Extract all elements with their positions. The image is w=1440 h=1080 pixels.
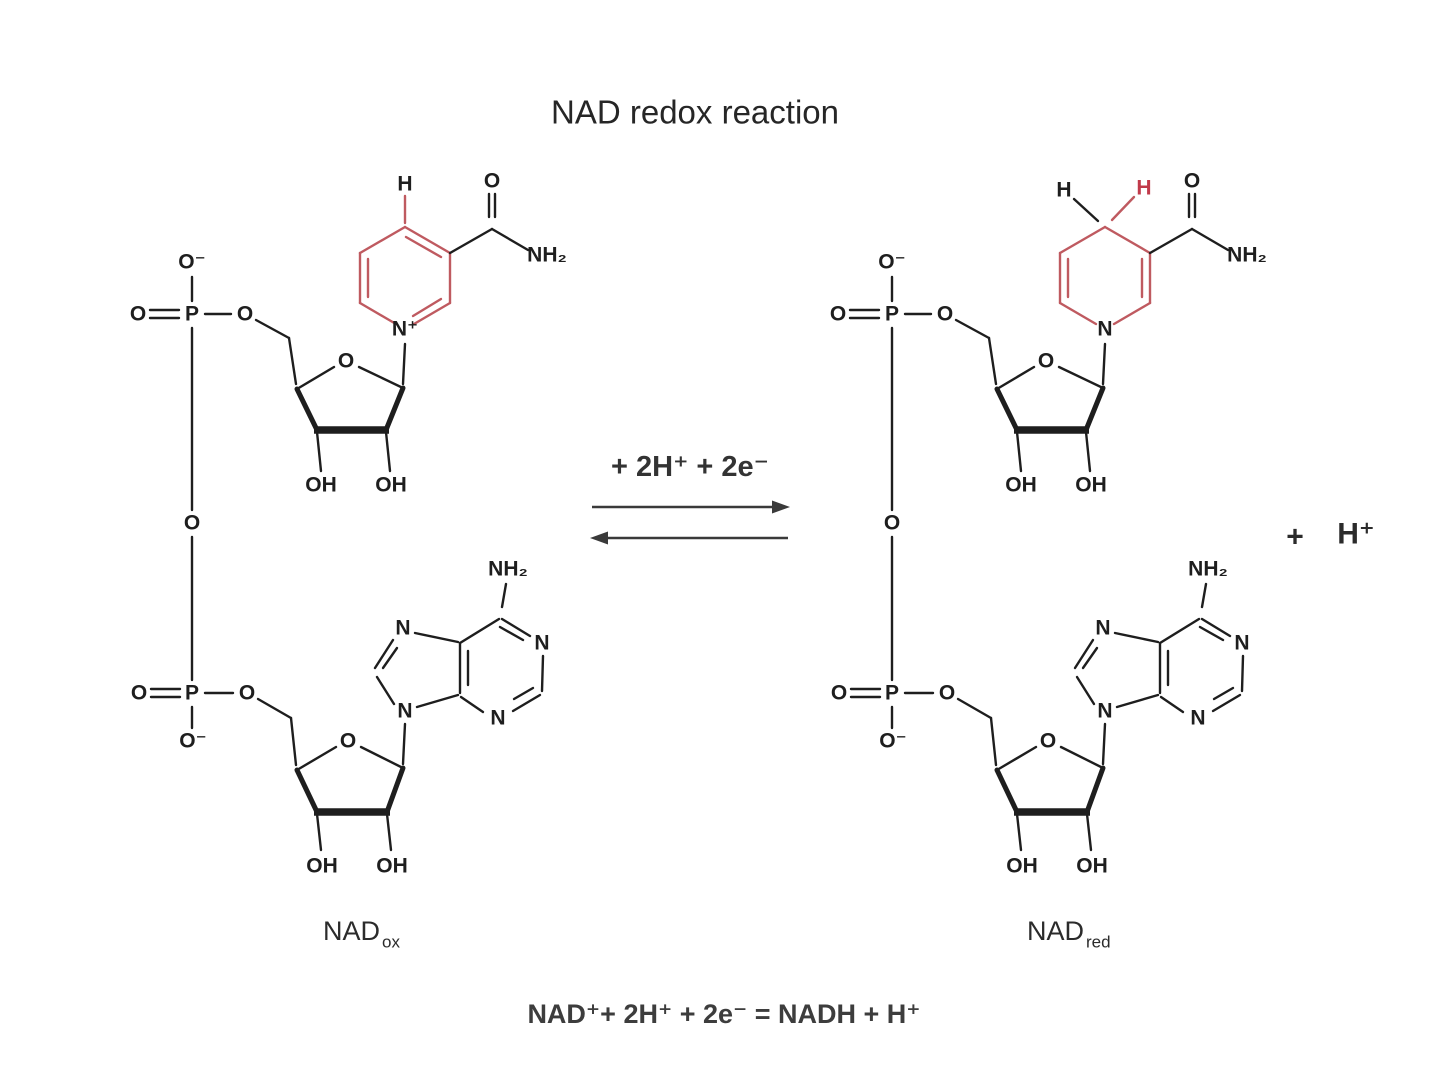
atom-label-o-minus: O⁻	[178, 251, 205, 274]
atom-label-p: P	[885, 682, 899, 705]
atom-label-oh: OH	[305, 474, 337, 497]
forward-reaction-label: + 2H⁺ + 2e⁻	[611, 451, 769, 483]
ribose-adenine: O OH OH	[994, 722, 1108, 878]
atom-label-nh2: NH₂	[1188, 558, 1228, 581]
proton-label: H⁺	[1337, 518, 1375, 551]
atom-label-o: O	[939, 682, 955, 705]
amide-group-nicotinamide: O NH₂	[1148, 170, 1267, 267]
ribose-nicotinamide: O OH OH	[294, 342, 407, 497]
nicotinamide-ring-reduced: H H N	[1056, 177, 1151, 341]
adenine-ring: NH₂ N N N N	[1073, 558, 1250, 730]
atom-label-n: N	[490, 707, 505, 730]
atom-label-oh: OH	[376, 855, 408, 878]
ribose-nicotinamide: O OH OH	[994, 342, 1107, 497]
atom-label-n: N	[1095, 617, 1110, 640]
atom-label-o: O	[937, 303, 953, 326]
atom-label-o: O	[1038, 350, 1054, 373]
nad-red-label: NAD	[1027, 916, 1084, 946]
atom-label-oh: OH	[1076, 855, 1108, 878]
phosphate-bridge-oxygen: O	[184, 512, 200, 682]
atom-label-h: H	[1056, 179, 1071, 202]
atom-label-n: N	[395, 617, 410, 640]
adenine-ring: NH₂ N N N N	[373, 558, 550, 730]
right-arrowhead	[772, 500, 790, 514]
atom-label-o-minus: O⁻	[878, 251, 905, 274]
atom-label-o: O	[340, 730, 356, 753]
atom-label-n: N	[397, 700, 412, 723]
nad-ox-label: NAD	[323, 916, 380, 946]
atom-label-nh2: NH₂	[527, 244, 567, 267]
released-proton: + H⁺	[1286, 518, 1375, 554]
atom-label-o: O	[1184, 170, 1200, 193]
atom-label-n: N	[534, 632, 549, 655]
atom-label-n: N	[1190, 707, 1205, 730]
atom-label-o: O	[237, 303, 253, 326]
atom-label-p: P	[885, 303, 899, 326]
atom-label-nh2: NH₂	[488, 558, 528, 581]
left-arrowhead	[590, 531, 608, 545]
phosphate-group-top: O⁻ O P O	[830, 251, 998, 512]
atom-label-n: N	[1234, 632, 1249, 655]
atom-label-nh2: NH₂	[1227, 244, 1267, 267]
phosphate-group-top: O⁻ O P O	[130, 251, 298, 512]
atom-label-o: O	[338, 350, 354, 373]
atom-label-oh: OH	[306, 855, 338, 878]
atom-label-p: P	[185, 682, 199, 705]
atom-label-o-minus: O⁻	[179, 730, 206, 753]
ribose-adenine: O OH OH	[294, 722, 408, 878]
nad-ox-structure: H N⁺ O NH₂ O OH OH	[130, 170, 567, 878]
molecule-labels: NAD ox NAD red	[323, 916, 1111, 952]
plus-sign: +	[1286, 521, 1304, 554]
nad-ox-subscript: ox	[382, 933, 400, 952]
nad-red-subscript: red	[1086, 933, 1111, 952]
atom-label-n: N	[1097, 318, 1112, 341]
nicotinamide-ring-oxidized: H N⁺	[358, 173, 452, 341]
atom-label-o: O	[1040, 730, 1056, 753]
atom-label-p: P	[185, 303, 199, 326]
nad-red-structure: H H N O NH₂ O OH OH	[830, 170, 1267, 878]
atom-label-h-transferred: H	[1136, 177, 1151, 200]
atom-label-oh: OH	[375, 474, 407, 497]
atom-label-o: O	[830, 303, 846, 326]
phosphate-bridge-oxygen: O	[884, 512, 900, 682]
atom-label-n: N	[1097, 700, 1112, 723]
atom-label-o: O	[884, 512, 900, 535]
atom-label-oh: OH	[1006, 855, 1038, 878]
page-title: NAD redox reaction	[551, 94, 839, 131]
atom-label-o: O	[831, 682, 847, 705]
reaction-arrows: + 2H⁺ + 2e⁻	[590, 451, 790, 545]
phosphate-group-bottom: O P O O⁻	[831, 682, 998, 767]
atom-label-oh: OH	[1075, 474, 1107, 497]
atom-label-oh: OH	[1005, 474, 1037, 497]
atom-label-h: H	[397, 173, 412, 196]
overall-equation: NAD⁺+ 2H⁺ + 2e⁻ = NADH + H⁺	[527, 999, 920, 1029]
atom-label-o: O	[184, 512, 200, 535]
atom-label-n-plus: N⁺	[392, 318, 418, 341]
amide-group-nicotinamide: O NH₂	[448, 170, 567, 267]
atom-label-o: O	[239, 682, 255, 705]
atom-label-o: O	[484, 170, 500, 193]
phosphate-group-bottom: O P O O⁻	[131, 682, 298, 767]
atom-label-o: O	[131, 682, 147, 705]
atom-label-o: O	[130, 303, 146, 326]
atom-label-o-minus: O⁻	[879, 730, 906, 753]
